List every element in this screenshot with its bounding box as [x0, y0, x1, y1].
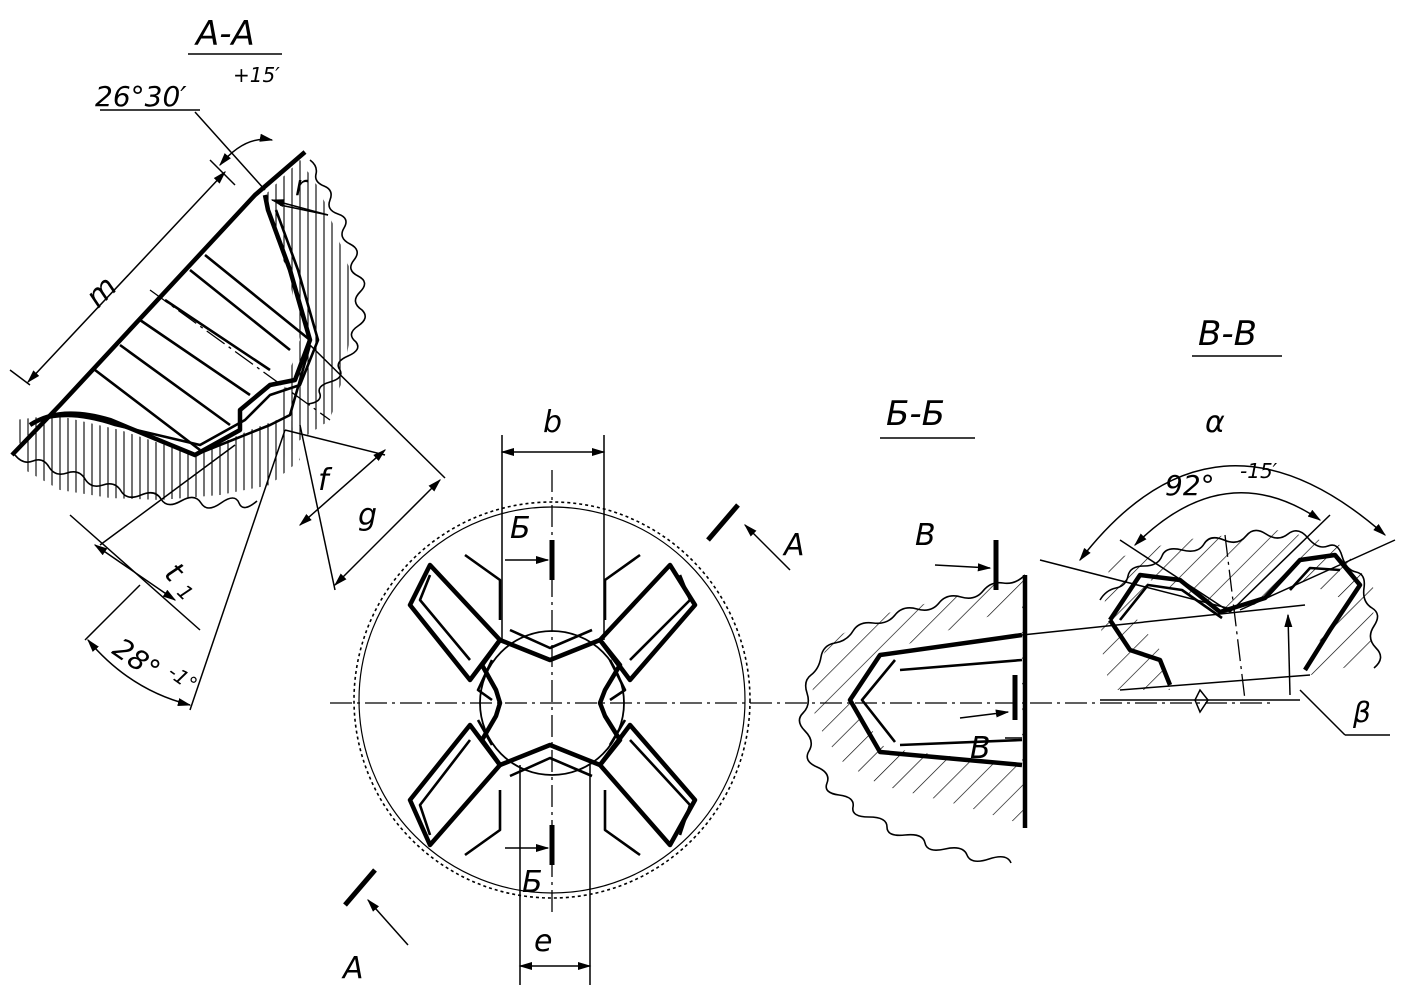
g-dimension-line	[334, 479, 441, 586]
beta-label: β	[1352, 696, 1371, 729]
t1-sub: 1	[172, 580, 198, 606]
bb-cavity-inner	[860, 658, 1023, 747]
angle-28-arc	[87, 638, 192, 706]
knurled-outer-circle	[353, 501, 751, 899]
bb-cavity-profile	[847, 632, 1023, 768]
cut-mark-a-upper	[706, 503, 740, 542]
section-vv-title: В-В	[1198, 314, 1257, 354]
section-aa-view: m 26°30′ +15′ r f g t 1 28° -1° А-А	[9, 14, 446, 711]
t1-dimension-line	[93, 544, 177, 601]
alpha-arc	[1079, 465, 1387, 562]
cut-mark-a-lower	[343, 868, 377, 907]
inner-circle	[479, 630, 625, 776]
m-dimension-line	[27, 171, 226, 383]
aa-break-line-right	[307, 159, 366, 405]
e-label: e	[534, 924, 552, 959]
aa-tooth-back	[194, 344, 312, 457]
cut-label-a-upper: А	[782, 528, 805, 563]
aa-break-line-bottom	[14, 454, 258, 509]
b-label: b	[543, 405, 562, 440]
aa-outer-profile	[10, 150, 307, 457]
cut-label-b-lower: Б	[522, 865, 543, 900]
section-vv-view: α 92° -15′ β В-В	[1039, 314, 1396, 736]
section-bb-view: В В Б-Б	[798, 394, 1306, 864]
aa-angle-arc	[219, 133, 274, 167]
cut-label-v-upper: В	[915, 518, 936, 553]
angle-92-label: 92°	[1165, 469, 1215, 502]
vv-axis	[1224, 534, 1246, 701]
tooth-lower-left	[407, 722, 503, 857]
r-label: r	[295, 169, 308, 202]
angle-92-tol: -15′	[1240, 459, 1278, 483]
m-label: m	[79, 269, 124, 314]
aa-tooth-profile-inner	[39, 209, 320, 447]
aa-hatch-bottom	[15, 415, 300, 500]
g-label: g	[358, 498, 377, 533]
vv-cavity-profile	[1108, 552, 1363, 686]
bb-break-line	[798, 574, 1026, 864]
alpha-label: α	[1205, 405, 1225, 440]
angle-28-label: 28°	[107, 631, 167, 687]
tooth-lower-right	[597, 722, 698, 857]
front-view: b e Б Б А А	[330, 405, 1270, 986]
angle-26-tol: +15′	[233, 63, 280, 87]
cut-label-a-lower: А	[341, 951, 364, 986]
cut-label-v-lower: В	[970, 731, 991, 766]
angle-26-label: 26°30′	[95, 80, 187, 113]
angle-92-arc	[1134, 492, 1322, 546]
tooth-upper-left	[407, 553, 503, 683]
cut-label-b-upper: Б	[510, 511, 531, 546]
section-bb-title: Б-Б	[886, 394, 945, 434]
section-aa-title: А-А	[194, 14, 255, 54]
f-label: f	[318, 463, 333, 498]
tooth-upper-right	[597, 553, 698, 683]
vv-hatched-body	[1100, 530, 1375, 690]
bb-hatched-body	[812, 575, 1025, 825]
